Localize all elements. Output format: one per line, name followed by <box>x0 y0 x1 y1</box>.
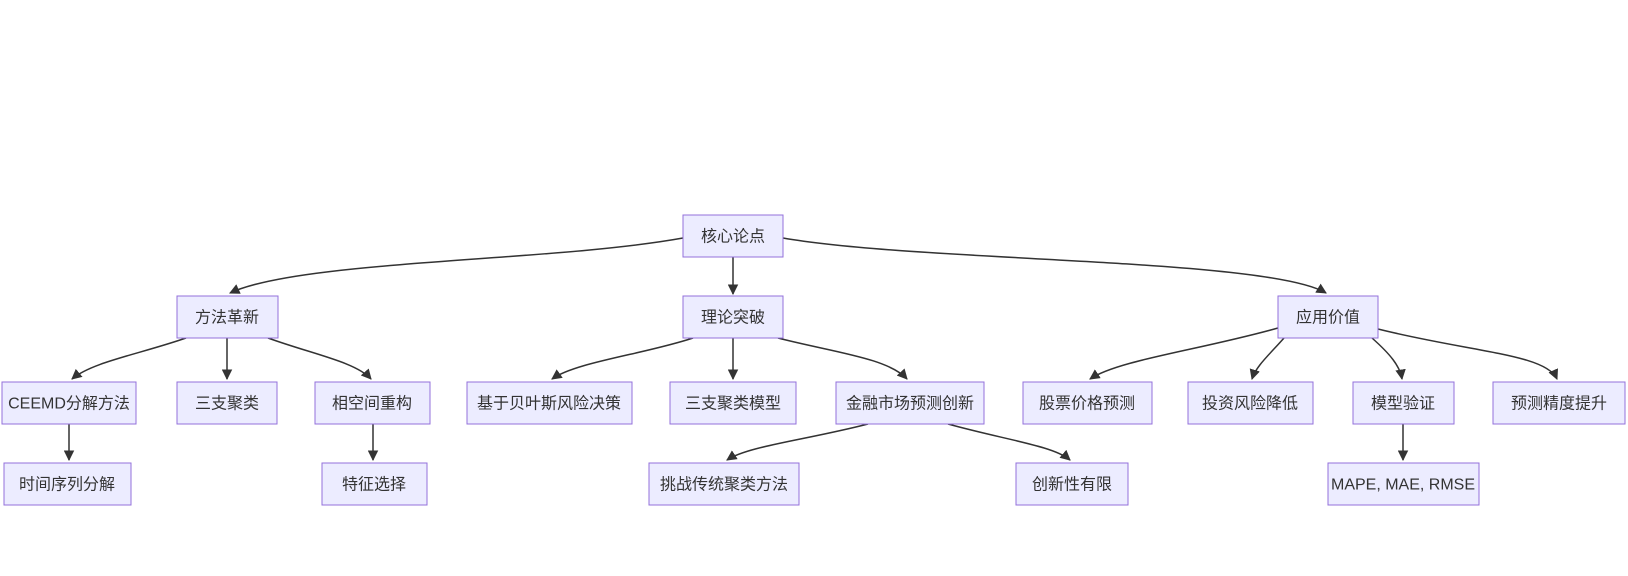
node-twc-model-label: 三支聚类模型 <box>685 395 781 413</box>
node-tsd-box <box>3 462 132 506</box>
node-feature: 特征选择 <box>321 462 428 506</box>
node-phase-space-box <box>314 381 431 425</box>
node-ceemd-box <box>1 381 137 425</box>
node-challenge: 挑战传统聚类方法 <box>648 462 800 506</box>
node-stock-label: 股票价格预测 <box>1039 395 1135 413</box>
node-three-way: 三支聚类 <box>176 381 278 425</box>
node-metrics: MAPE, MAE, RMSE <box>1327 462 1480 506</box>
node-tsd-label: 时间序列分解 <box>19 476 115 494</box>
edge-fin-innov-to-challenge <box>726 423 869 461</box>
node-theory: 理论突破 <box>682 295 784 339</box>
node-metrics-label: MAPE, MAE, RMSE <box>1331 477 1475 494</box>
node-method-box <box>176 295 279 339</box>
edge-application-to-risk <box>1249 337 1285 381</box>
node-method-label: 方法革新 <box>195 309 259 327</box>
node-phase-space-label: 相空间重构 <box>332 395 412 413</box>
edge-layer <box>63 237 1558 462</box>
node-accuracy-box <box>1492 381 1626 425</box>
node-ceemd: CEEMD分解方法 <box>1 381 137 425</box>
edge-core-to-application <box>782 237 1327 294</box>
node-validation-label: 模型验证 <box>1371 395 1435 413</box>
node-risk: 投资风险降低 <box>1187 381 1314 425</box>
node-application-label: 应用价值 <box>1296 308 1360 327</box>
node-limited-box <box>1015 462 1129 506</box>
node-core-label: 核心论点 <box>701 228 765 246</box>
node-feature-box <box>321 462 428 506</box>
edge-theory-to-fin-innov <box>777 337 908 380</box>
node-validation-box <box>1352 381 1455 425</box>
node-bayes-box <box>466 381 633 425</box>
node-bayes: 基于贝叶斯风险决策 <box>466 381 633 425</box>
edge-application-to-stock <box>1089 327 1279 380</box>
node-three-way-label: 三支聚类 <box>195 395 259 413</box>
node-risk-box <box>1187 381 1314 425</box>
node-limited-label: 创新性有限 <box>1032 476 1112 494</box>
node-fin-innov: 金融市场预测创新 <box>835 381 985 425</box>
node-phase-space: 相空间重构 <box>314 381 431 425</box>
edge-method-to-ceemd <box>71 337 187 380</box>
node-core: 核心论点 <box>682 214 784 258</box>
node-theory-label: 理论突破 <box>701 309 765 327</box>
node-accuracy: 预测精度提升 <box>1492 381 1626 425</box>
node-challenge-label: 挑战传统聚类方法 <box>660 476 788 494</box>
node-fin-innov-box <box>835 381 985 425</box>
node-accuracy-label: 预测精度提升 <box>1511 395 1607 413</box>
node-layer: 核心论点 方法革新 理论突破 应用价值 CEEMD分解方法 三支聚类 相空间重构 <box>1 214 1626 506</box>
edge-fin-innov-to-limited <box>947 423 1071 461</box>
node-ceemd-label: CEEMD分解方法 <box>8 395 130 413</box>
node-feature-label: 特征选择 <box>342 476 406 494</box>
node-limited: 创新性有限 <box>1015 462 1129 506</box>
edge-application-to-validation <box>1371 337 1406 381</box>
node-challenge-box <box>648 462 800 506</box>
node-fin-innov-label: 金融市场预测创新 <box>846 395 974 413</box>
node-application-box <box>1277 295 1379 339</box>
node-application: 应用价值 <box>1277 295 1379 339</box>
node-validation: 模型验证 <box>1352 381 1455 425</box>
node-stock: 股票价格预测 <box>1022 381 1153 425</box>
edge-method-to-phase-space <box>267 337 372 380</box>
node-theory-box <box>682 295 784 339</box>
node-stock-box <box>1022 381 1153 425</box>
node-twc-model: 三支聚类模型 <box>669 381 797 425</box>
edge-application-to-accuracy <box>1377 328 1558 380</box>
node-three-way-box <box>176 381 278 425</box>
node-risk-label: 投资风险降低 <box>1202 395 1298 413</box>
node-bayes-label: 基于贝叶斯风险决策 <box>477 395 621 413</box>
node-method: 方法革新 <box>176 295 279 339</box>
edge-core-to-method <box>229 237 684 294</box>
node-twc-model-box <box>669 381 797 425</box>
node-metrics-box <box>1327 462 1480 506</box>
node-core-box <box>682 214 784 258</box>
edge-theory-to-bayes <box>551 337 694 380</box>
node-tsd: 时间序列分解 <box>3 462 132 506</box>
